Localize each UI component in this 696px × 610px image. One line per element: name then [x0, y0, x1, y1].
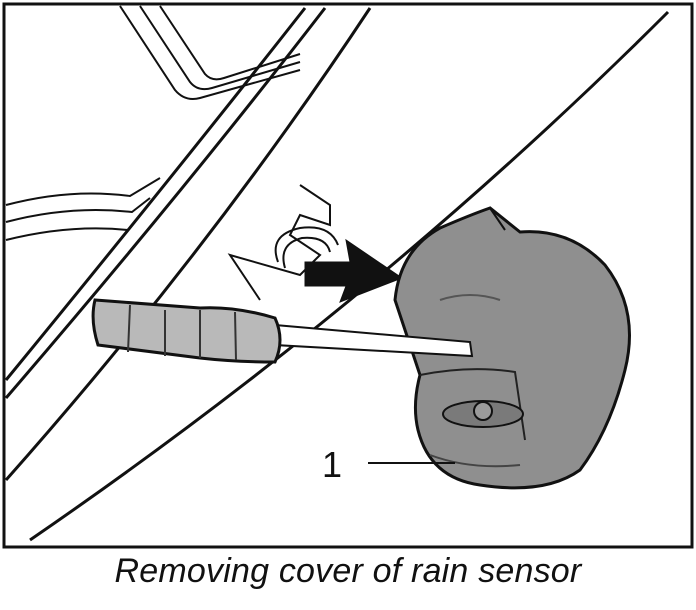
mirror-bracket-outline — [227, 184, 331, 301]
background-trim-lines — [5, 5, 301, 241]
retaining-clip — [274, 226, 339, 269]
frame-border — [2, 2, 694, 549]
callout-number: 1 — [322, 444, 342, 485]
rain-sensor-cover — [393, 206, 631, 490]
direction-arrow — [304, 238, 404, 303]
screwdriver-handle — [91, 298, 282, 364]
figure-caption: Removing cover of rain sensor — [114, 552, 582, 590]
screwdriver — [91, 298, 474, 364]
